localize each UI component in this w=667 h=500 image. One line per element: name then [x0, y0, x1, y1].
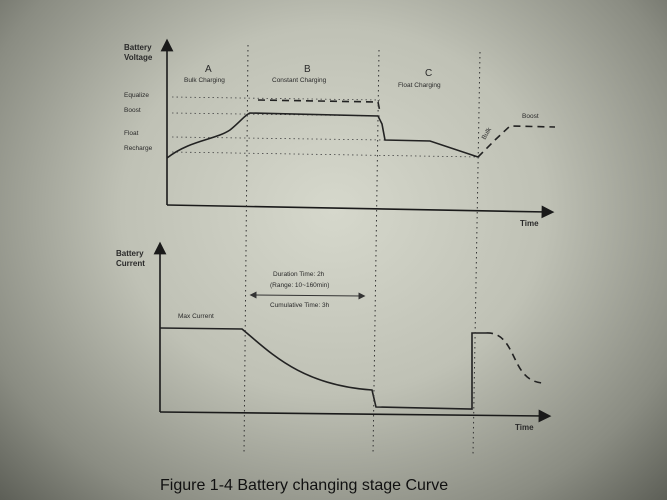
divider-c-end [472, 51, 481, 456]
stage-c-letter: C [425, 68, 432, 79]
current-tail-dashed [485, 332, 543, 384]
current-curve [159, 327, 486, 410]
level-boost-label: Boost [124, 107, 141, 114]
voltage-time-label: Time [520, 219, 539, 228]
voltage-boost-dashed [257, 99, 381, 113]
level-equalize-label: Equalize [124, 92, 149, 99]
voltage-x-axis [166, 204, 555, 219]
duration-time-text: Duration Time: 2h [273, 271, 325, 278]
level-recharge-label: Recharge [124, 145, 153, 152]
divider-a-b [243, 44, 249, 456]
stage-a-name: Bulk Charging [184, 77, 225, 84]
figure-caption: Figure 1-4 Battery changing stage Curve [160, 477, 448, 494]
cumulative-time-text: Cumulative Time: 3h [270, 302, 330, 309]
current-time-label: Time [515, 423, 534, 432]
current-axis-title-line1: Battery [116, 249, 144, 258]
recharge-guide-line [171, 151, 481, 158]
voltage-curve [166, 112, 479, 159]
boost-guide-line [171, 112, 381, 117]
equalize-guide-line [171, 96, 381, 101]
stage-b-letter: B [304, 64, 311, 75]
stage-b-name: Constant Charging [272, 77, 327, 84]
voltage-axis-title-line2: Voltage [124, 53, 153, 62]
divider-b-c [372, 49, 380, 456]
current-axis-title-line2: Current [116, 259, 145, 268]
duration-arrow [249, 291, 366, 300]
boost-label: Boost [522, 113, 539, 120]
stage-c-name: Float Charging [398, 82, 441, 89]
duration-range-text: (Range: 10~160min) [270, 282, 329, 289]
bulk-label: Bulk [481, 126, 494, 141]
voltage-axis-title-line1: Battery [124, 43, 152, 52]
stage-a-letter: A [205, 64, 212, 75]
current-x-axis [159, 409, 552, 423]
level-float-label: Float [124, 130, 139, 137]
max-current-label: Max Current [178, 313, 214, 320]
voltage-post-float-dashed [477, 125, 556, 158]
